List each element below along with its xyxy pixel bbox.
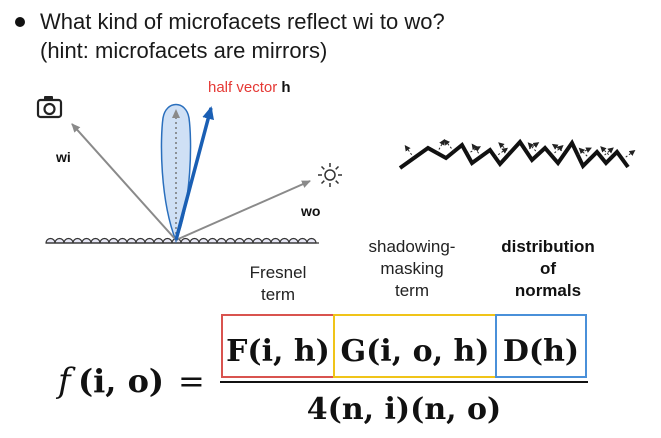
sun-light-icon xyxy=(318,163,342,187)
facet-normal-arrow xyxy=(436,138,446,154)
facet-normal-arrow xyxy=(578,147,591,160)
wi-label: wi xyxy=(55,149,71,165)
microfacet-diagram: half vector h wi wo xyxy=(36,79,342,244)
lhs-f: f xyxy=(55,361,76,401)
jagged-microsurface xyxy=(398,138,630,170)
facet-normal-arrow xyxy=(404,144,415,159)
facet-normal-arrow xyxy=(525,141,540,152)
wo-label: wo xyxy=(300,203,320,219)
hint-text: (hint: microfacets are mirrors) xyxy=(40,38,327,63)
wo-arrow xyxy=(175,180,311,241)
fresnel-label-line2: term xyxy=(261,285,295,304)
distribution-label-line1: distribution xyxy=(501,237,594,256)
facet-normal-arrow xyxy=(601,146,615,158)
distribution-label-line2: of xyxy=(540,259,556,278)
facet-normal-arrows xyxy=(404,138,636,160)
shadowing-label-line1: shadowing- xyxy=(369,237,456,256)
distribution-term-box xyxy=(495,314,587,378)
microsurface-normals-diagram xyxy=(398,138,636,170)
half-vector-arrow xyxy=(174,106,214,241)
facet-normal-arrow xyxy=(551,144,564,156)
half-vector-label: half vector h xyxy=(208,79,291,96)
camera-icon xyxy=(36,96,63,119)
facet-normal-arrow xyxy=(599,145,612,158)
rough-surface xyxy=(45,237,317,244)
brdf-formula: F(i, h) G(i, o, h) D(h) 4(n, i)(n, o) f … xyxy=(55,314,588,427)
fresnel-term: F(i, h) xyxy=(226,334,330,369)
facet-normal-arrow xyxy=(443,138,455,152)
equals-sign: = xyxy=(178,362,205,400)
lhs-args: (i, o) xyxy=(78,362,164,400)
facet-normal-arrow xyxy=(551,143,566,154)
facet-normal-arrow xyxy=(527,141,539,155)
distribution-term: D(h) xyxy=(503,334,579,369)
wi-arrow xyxy=(71,123,177,241)
term-labels: Fresnel term shadowing- masking term dis… xyxy=(250,237,595,304)
distribution-label-line3: normals xyxy=(515,281,581,300)
shadowing-label-line3: term xyxy=(395,281,429,300)
facet-normal-arrow xyxy=(622,149,636,160)
shadowing-label-line2: masking xyxy=(380,259,443,278)
facet-normal-arrow xyxy=(577,147,593,155)
bullet-dot xyxy=(15,17,25,27)
facet-normal-arrow xyxy=(497,141,511,154)
fresnel-label-line1: Fresnel xyxy=(250,263,307,282)
question-text: What kind of microfacets reflect wi to w… xyxy=(40,9,445,34)
denominator: 4(n, i)(n, o) xyxy=(307,392,501,427)
facet-normal-arrow xyxy=(471,143,482,157)
shadowing-term: G(i, o, h) xyxy=(340,334,489,369)
